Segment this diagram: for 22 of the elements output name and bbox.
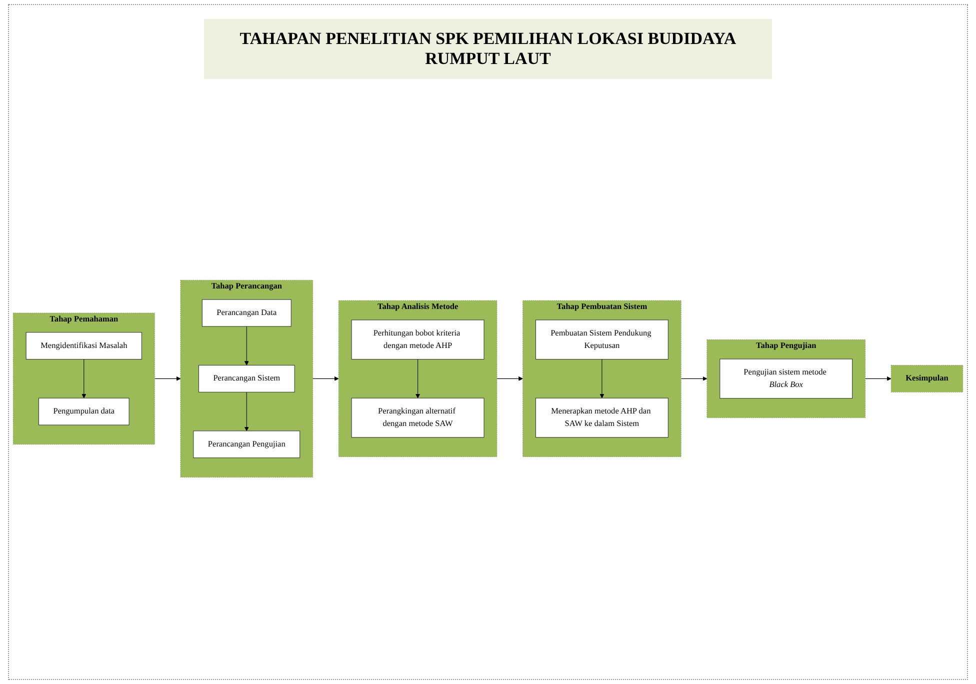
arrow <box>496 376 523 382</box>
arrow <box>244 392 249 432</box>
node-box: Perangkingan alternatif dengan metode SAW <box>351 398 484 438</box>
arrow <box>312 376 339 382</box>
node-box: Perancangan Data <box>202 300 292 327</box>
node-box: Menerapkan metode AHP dan SAW ke dalam Sistem <box>535 398 668 438</box>
arrow <box>416 359 420 399</box>
node-box: Pengujian sistem metode Black Box <box>720 359 853 399</box>
node-box: Perancangan Pengujian <box>193 430 300 458</box>
diagram-title: TAHAPAN PENELITIAN SPK PEMILIHAN LOKASI BUDIDAYA RUMPUT LAUT <box>204 19 772 79</box>
arrow <box>864 376 892 382</box>
node-box: Perancangan Sistem <box>198 365 295 393</box>
node-box: Pembuatan Sistem Pendukung Keputusan <box>535 320 668 360</box>
node-box: Pengumpulan data <box>38 398 130 426</box>
node-box: Mengidentifikasi Masalah <box>26 332 142 360</box>
arrow <box>600 359 604 399</box>
arrow <box>82 359 86 399</box>
node-box: Perhitungan bobot kriteria dengan metode AHP <box>351 320 484 360</box>
node-box: Kesimpulan <box>890 365 964 393</box>
arrow <box>244 326 249 366</box>
arrow <box>154 376 181 382</box>
arrow <box>680 376 708 382</box>
